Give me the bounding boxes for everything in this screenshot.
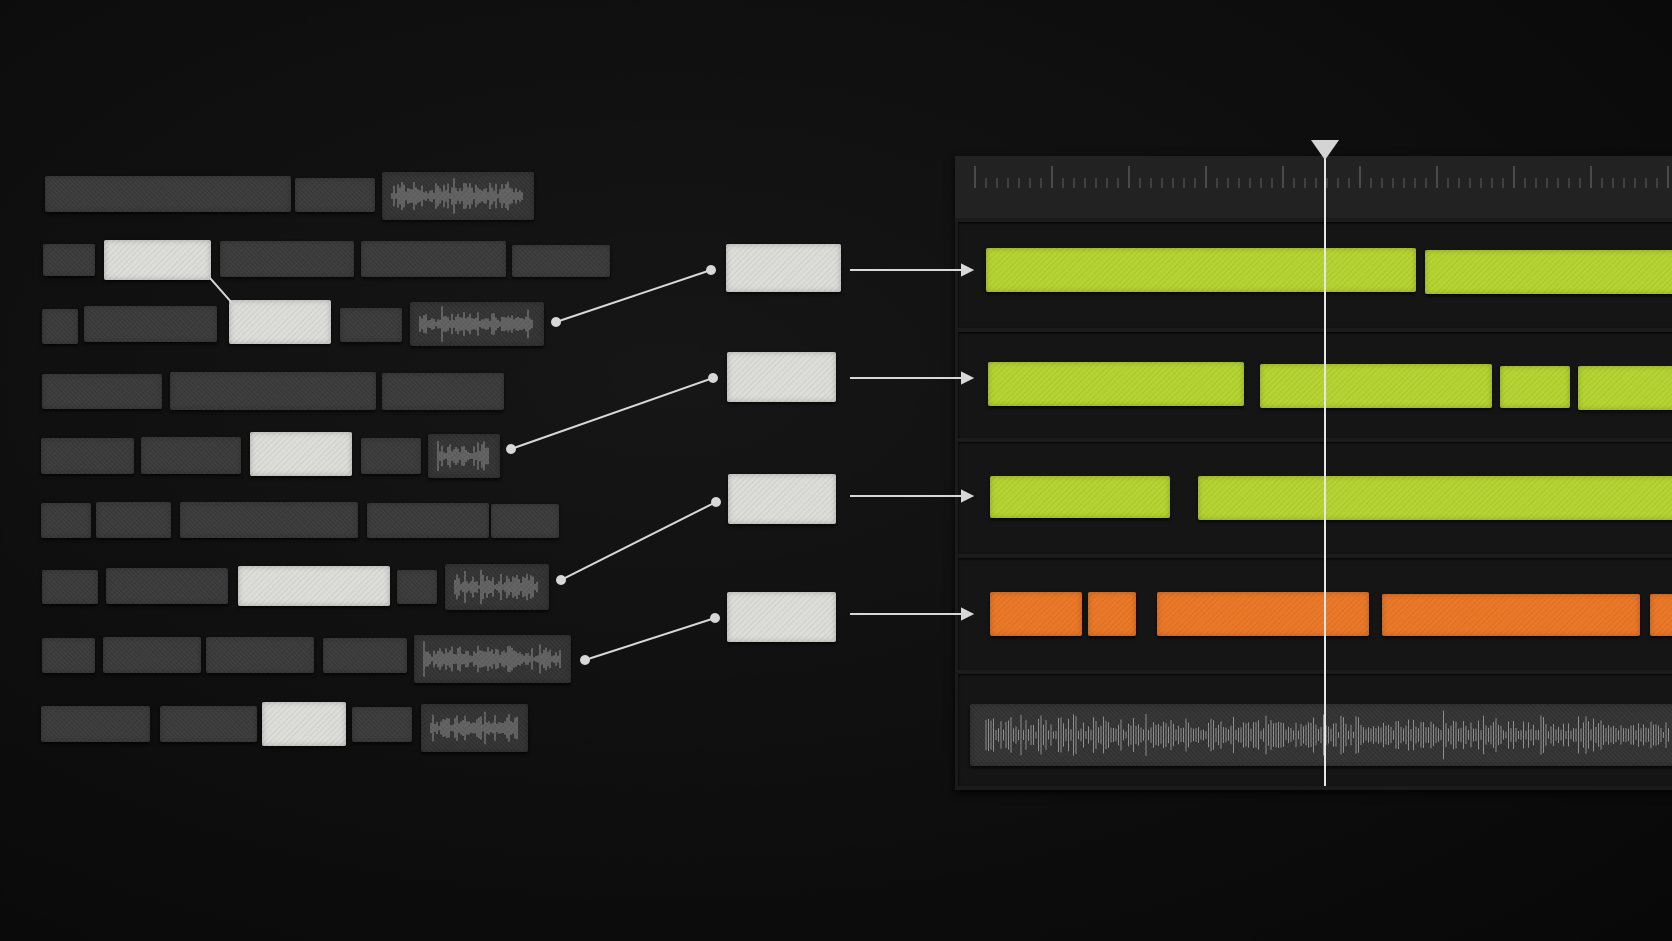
highlighted-word — [104, 240, 211, 280]
transcript-word — [103, 637, 201, 673]
extracted-word-tile-2 — [727, 352, 836, 402]
transcript-word — [220, 241, 354, 277]
transcript-word — [295, 178, 375, 212]
transcript-word — [42, 638, 95, 673]
playhead-triangle-icon[interactable] — [1311, 140, 1339, 160]
highlighted-word — [262, 702, 346, 746]
lime-clip — [1500, 366, 1570, 408]
transcript-word — [180, 502, 358, 538]
extracted-word-tile-1 — [726, 244, 841, 292]
connector-dot — [580, 655, 590, 665]
lime-clip — [986, 248, 1416, 292]
transcript-word — [206, 637, 314, 673]
connector-line-2 — [510, 377, 714, 450]
transcript-word — [41, 503, 91, 538]
connector-dot — [551, 317, 561, 327]
connector-dot — [708, 373, 718, 383]
connector-line-1 — [555, 269, 712, 323]
connector-dot — [506, 444, 516, 454]
transcript-word — [160, 706, 257, 742]
connector-dot — [710, 613, 720, 623]
arrows — [850, 263, 975, 621]
transcript-word — [45, 176, 291, 212]
transcript-word — [352, 707, 412, 742]
playhead[interactable] — [1311, 140, 1339, 786]
waveform-clip — [428, 434, 500, 478]
lime-clip — [1425, 250, 1672, 294]
transcript-word — [361, 241, 506, 277]
transcript-word — [42, 570, 98, 604]
connector-line-3 — [560, 501, 717, 581]
transcript-word — [42, 374, 162, 409]
transcript-word — [84, 306, 217, 342]
lime-clip — [1198, 476, 1672, 520]
waveform-icon — [454, 569, 538, 605]
transcript-word — [96, 502, 171, 538]
connectors — [209, 265, 721, 665]
transcript-word — [323, 638, 407, 673]
transcript-word — [41, 706, 150, 742]
transcript-word — [361, 438, 421, 474]
waveform-icon — [423, 641, 561, 677]
waveform-icon — [430, 711, 518, 745]
waveform-icon — [419, 306, 533, 342]
transcript-word — [367, 503, 489, 538]
transcript-word — [141, 437, 241, 474]
waveform-icon — [985, 710, 1669, 760]
waveform-icon — [437, 441, 489, 471]
lime-clip — [1578, 366, 1672, 410]
transcript-word — [491, 504, 559, 538]
transcript-word — [340, 308, 402, 342]
connector-dot — [706, 265, 716, 275]
transcript-word — [106, 568, 228, 604]
orange-clip — [1157, 592, 1369, 636]
orange-clip — [1650, 594, 1672, 636]
connector-line-4 — [584, 617, 716, 661]
master-waveform-clip — [970, 704, 1672, 766]
transcript-word — [43, 244, 95, 276]
word-link-line — [209, 277, 233, 304]
transcript-word — [382, 373, 504, 410]
connector-dot — [711, 497, 721, 507]
highlighted-word — [229, 300, 331, 344]
transcript-word — [41, 438, 134, 474]
extracted-word-tile-3 — [728, 474, 836, 524]
waveform-clip — [421, 704, 528, 752]
transcript-word — [512, 245, 610, 277]
ruler-ticks — [974, 166, 1669, 188]
extracted-word-tile-4 — [727, 592, 836, 642]
highlighted-word — [250, 432, 352, 476]
highlighted-word — [238, 566, 390, 606]
connector-dot — [556, 575, 566, 585]
lime-clip — [988, 362, 1244, 406]
orange-clip — [990, 592, 1082, 636]
transcript-word — [397, 570, 437, 604]
waveform-clip — [410, 302, 544, 346]
waveform-clip — [414, 635, 571, 683]
orange-clip — [1382, 594, 1640, 636]
waveform-icon — [391, 178, 523, 214]
lime-clip — [990, 476, 1170, 518]
lime-clip — [1260, 364, 1492, 408]
orange-clip — [1088, 592, 1136, 636]
waveform-clip — [382, 172, 534, 220]
waveform-clip — [445, 564, 549, 610]
transcript-word — [170, 372, 376, 410]
transcript-word — [42, 309, 78, 344]
